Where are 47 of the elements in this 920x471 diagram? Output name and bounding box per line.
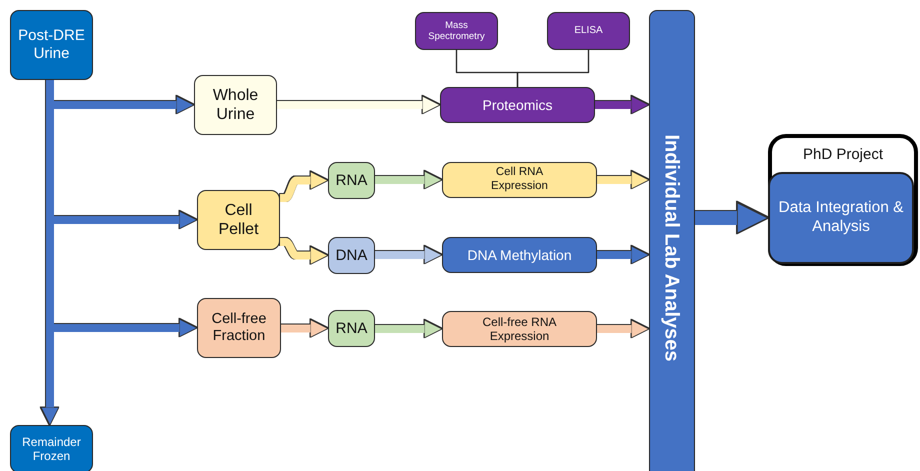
- arrow: [375, 170, 442, 190]
- fraction-box: [194, 75, 277, 135]
- fraction-box: [197, 298, 281, 358]
- arrow: [281, 319, 328, 338]
- node-label: Data Integration & Analysis: [778, 199, 904, 237]
- analysis-bar: [649, 10, 695, 471]
- arrow: [597, 170, 650, 190]
- arrow: [375, 246, 442, 264]
- analysis-box: [442, 311, 597, 347]
- analysis-box: [442, 237, 597, 273]
- method-box: [547, 12, 630, 50]
- connector-line: [516, 50, 590, 87]
- arrow: [595, 96, 650, 114]
- arrow: [695, 202, 769, 234]
- node-label: PhD Project: [802, 146, 884, 164]
- sample-box: [10, 10, 93, 80]
- arrow: [280, 238, 328, 265]
- arrow: [597, 246, 650, 264]
- analysis-box: [442, 162, 597, 198]
- arrow: [375, 320, 442, 338]
- node-label: Mass Spectrometry: [427, 20, 486, 42]
- node-label: Individual Lab Analyses: [660, 134, 684, 362]
- arrow: [280, 171, 328, 202]
- analysis-box: [440, 87, 595, 123]
- sample-box: [10, 425, 93, 471]
- analysis-box: [768, 172, 914, 264]
- fraction-box: [197, 190, 280, 250]
- node-label: DNA Methylation: [467, 246, 572, 264]
- analyte-box: [328, 162, 375, 199]
- node-label: Whole Urine: [212, 86, 260, 124]
- node-label: ELISA: [574, 25, 603, 37]
- project-panel: [768, 134, 918, 266]
- node-label: Cell Pellet: [217, 200, 260, 240]
- arrow: [277, 96, 440, 114]
- node-label: DNA: [336, 246, 368, 264]
- node-label: Proteomics: [482, 96, 553, 114]
- node-label: Cell-free Fraction: [210, 310, 268, 346]
- arrow: [597, 320, 650, 338]
- analyte-box: [328, 237, 375, 274]
- node-label: Post-DRE Urine: [17, 27, 86, 63]
- analyte-box: [328, 310, 375, 347]
- node-label: RNA: [336, 320, 368, 338]
- node-label: Cell RNA Expression: [490, 166, 549, 194]
- node-label: RNA: [336, 172, 368, 190]
- method-box: [415, 12, 498, 50]
- node-label: Cell-free RNA Expression: [481, 314, 558, 344]
- node-label: Remainder Frozen: [21, 434, 82, 464]
